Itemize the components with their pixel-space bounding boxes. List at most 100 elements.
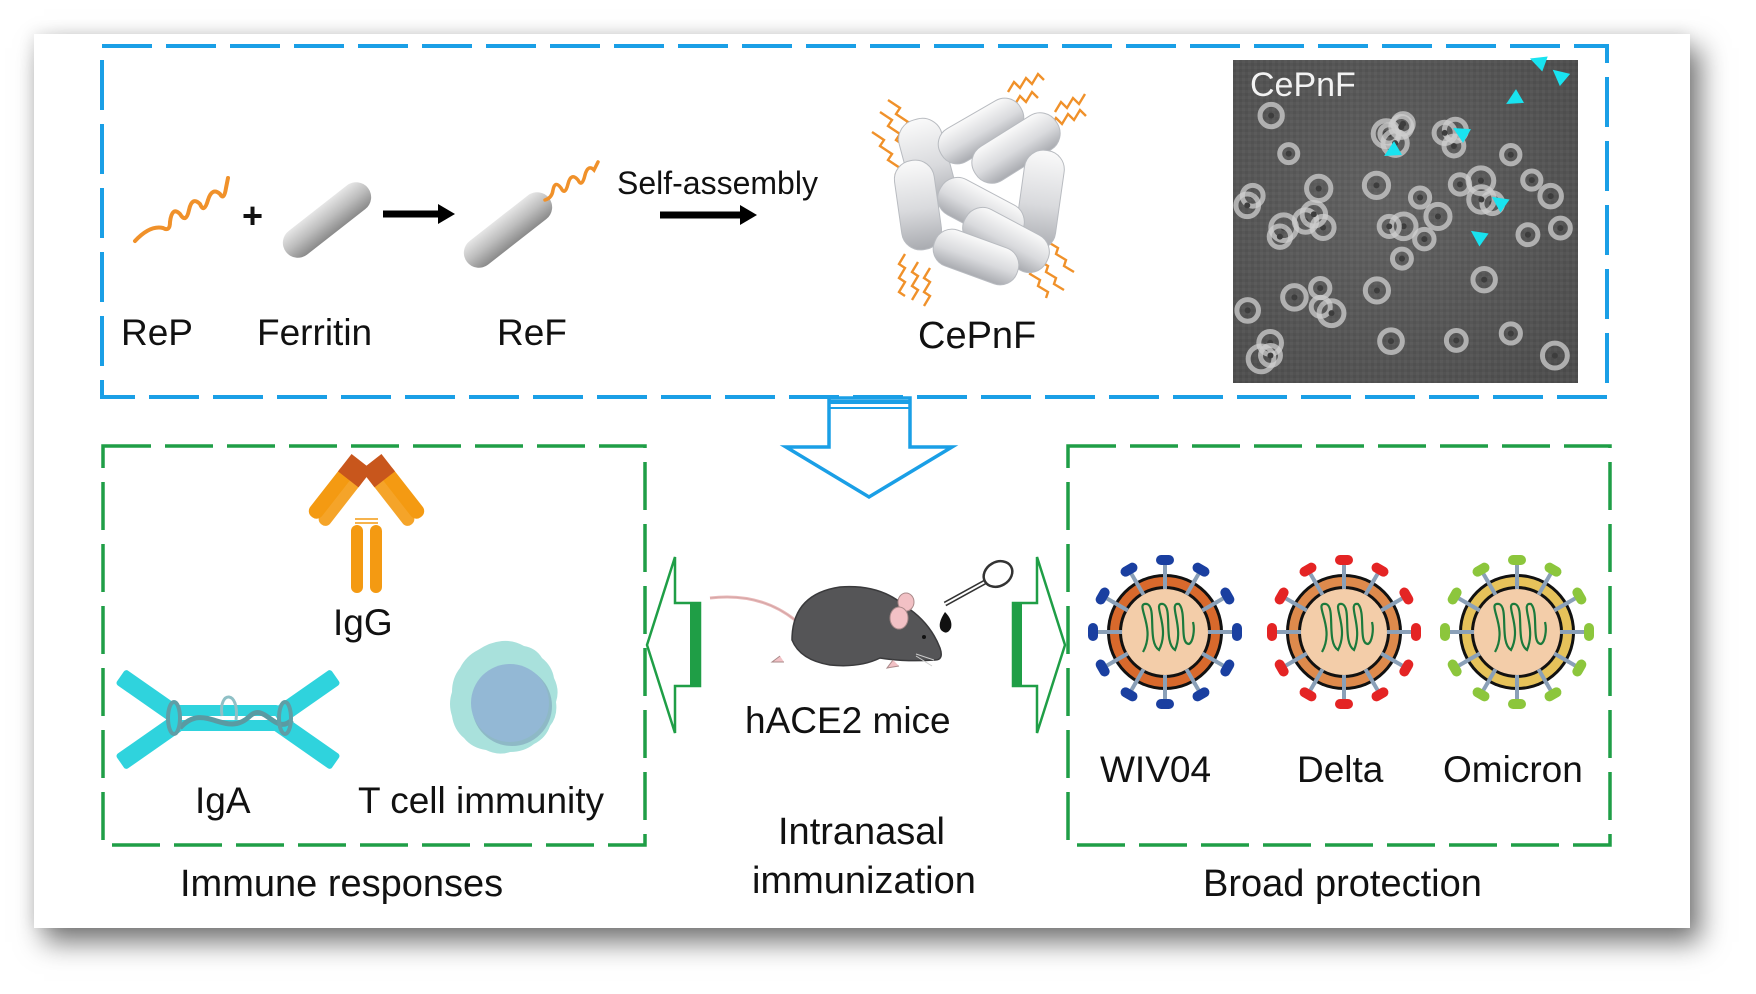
spike-head — [1508, 555, 1526, 565]
cepnf-nanocage-icon — [871, 72, 1087, 307]
spike-head — [1120, 687, 1138, 702]
em-particle — [1520, 168, 1544, 192]
em-particle — [1377, 327, 1405, 356]
broad-protection-caption: Broad protection — [1203, 863, 1482, 905]
spike-head — [1267, 623, 1277, 641]
spike-head — [1335, 555, 1353, 565]
t-cell-immunity-label: T cell immunity — [358, 780, 605, 821]
em-particle — [1412, 226, 1437, 252]
em-particle — [1376, 213, 1402, 239]
t-cell-icon — [450, 640, 558, 754]
spike-head — [1544, 687, 1562, 702]
virus-wiv04-icon — [1088, 555, 1242, 709]
spike-head — [1544, 562, 1562, 577]
spike-head — [1508, 699, 1526, 709]
spike-head — [1299, 687, 1317, 702]
left-arrow-icon — [645, 556, 702, 734]
fusion-arrow-icon — [383, 204, 455, 224]
spike-head — [1399, 587, 1414, 605]
spike-head — [1156, 699, 1174, 709]
spike-head — [1274, 659, 1289, 677]
em-marker-arrowhead — [1491, 196, 1510, 213]
igg-label: IgG — [333, 602, 393, 643]
spike-head — [1088, 623, 1098, 641]
em-marker-arrowhead — [1470, 230, 1489, 247]
self-assembly-label: Self-assembly — [617, 165, 818, 201]
self-assembly-arrow-icon — [660, 205, 757, 225]
spike-head — [1299, 562, 1317, 577]
ref-label: ReF — [497, 312, 567, 353]
spike-head — [1220, 659, 1235, 677]
ferritin-subunit-icon — [282, 182, 372, 258]
em-particle — [1361, 170, 1392, 201]
spike-head — [1232, 623, 1242, 641]
variant-label-omicron: Omicron — [1443, 749, 1583, 790]
variant-label-delta: Delta — [1297, 749, 1384, 790]
em-particle — [1547, 215, 1573, 241]
em-particle — [1515, 222, 1541, 248]
down-arrow-icon — [779, 396, 959, 500]
em-particle — [1234, 297, 1262, 324]
igg-antibody-icon — [308, 453, 425, 593]
spike-head — [1192, 687, 1210, 702]
rna-genome — [1320, 602, 1374, 653]
cepnf-label: CePnF — [918, 315, 1036, 357]
em-particle — [1389, 246, 1414, 271]
spike-head — [1447, 659, 1462, 677]
em-marker-arrowhead — [1384, 141, 1402, 156]
spike-head — [1572, 659, 1587, 677]
em-marker-arrowhead — [1506, 89, 1524, 104]
em-particle — [1423, 201, 1453, 231]
dropper-icon — [939, 559, 1014, 633]
rep-peptide-icon — [133, 176, 230, 243]
broad-protection-frame — [1066, 444, 1612, 847]
spike-head — [1472, 687, 1490, 702]
ref-fusion-icon — [463, 160, 600, 268]
spike-head — [1335, 699, 1353, 709]
spike-head — [1274, 587, 1289, 605]
ferritin-label: Ferritin — [257, 312, 372, 353]
immune-responses-caption: Immune responses — [180, 863, 503, 905]
iga-label: IgA — [195, 780, 251, 821]
em-particle — [1537, 182, 1564, 210]
em-particle — [1443, 328, 1469, 353]
em-marker-arrowhead — [1453, 128, 1471, 143]
spike-head — [1095, 659, 1110, 677]
spike-head — [1472, 562, 1490, 577]
spike-head — [1411, 623, 1421, 641]
right-arrow-icon — [1011, 556, 1067, 734]
em-particle — [1362, 276, 1392, 305]
rna-genome — [1493, 602, 1547, 653]
em-particle — [1388, 114, 1415, 140]
spike-head — [1192, 562, 1210, 577]
immunization-label: immunization — [752, 860, 976, 902]
em-particle — [1407, 185, 1433, 210]
variant-label-wiv04: WIV04 — [1100, 749, 1211, 790]
immune-responses-frame — [101, 444, 647, 847]
em-particle — [1470, 265, 1498, 294]
em-particle — [1280, 283, 1309, 312]
em-marker-arrowhead — [1552, 69, 1571, 87]
spike-head — [1440, 623, 1450, 641]
micrograph-label: CePnF — [1250, 66, 1356, 104]
spike-head — [1095, 587, 1110, 605]
intranasal-label: Intranasal — [778, 811, 945, 853]
mouse-icon — [709, 585, 942, 669]
spike-head — [1220, 587, 1235, 605]
em-particle — [1431, 119, 1458, 146]
rep-label: ReP — [121, 312, 193, 353]
virus-delta-icon — [1267, 555, 1421, 709]
spike-head — [1399, 659, 1414, 677]
hace2-mice-label: hACE2 mice — [745, 700, 951, 741]
plus-sign: + — [242, 195, 263, 236]
em-particle — [1499, 143, 1523, 167]
spike-head — [1120, 562, 1138, 577]
em-particle — [1316, 298, 1347, 329]
cepnf-micrograph: CePnF — [1233, 56, 1578, 383]
spike-head — [1371, 562, 1389, 577]
iga-antibody-icon — [116, 670, 340, 769]
rna-genome — [1141, 602, 1195, 653]
spike-head — [1156, 555, 1174, 565]
em-particle — [1233, 191, 1262, 220]
em-particle — [1539, 340, 1570, 371]
